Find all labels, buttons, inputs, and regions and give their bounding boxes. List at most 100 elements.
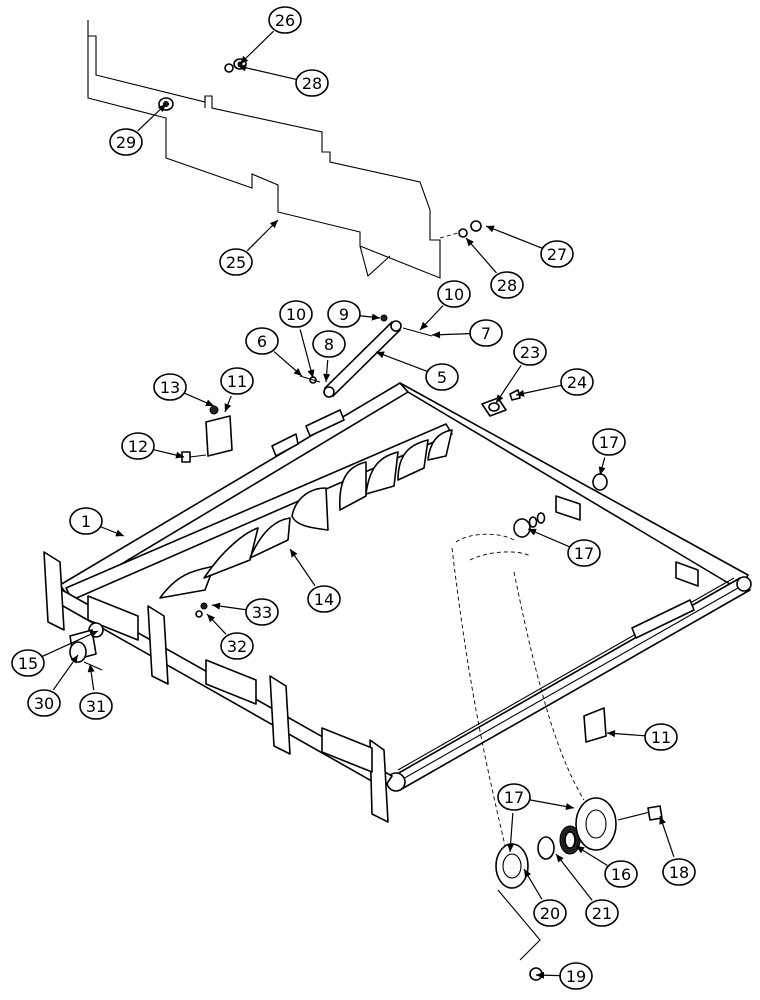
callout-arrowhead	[307, 369, 315, 378]
callout-balloon-1: 1	[69, 507, 103, 535]
callout-balloon-21: 21	[585, 899, 619, 927]
callout-number: 17	[574, 544, 594, 563]
callout-arrowhead	[323, 373, 331, 382]
flange-23	[481, 397, 507, 417]
callout-balloon-10: 10	[279, 300, 313, 328]
callout-number: 24	[567, 373, 587, 392]
callout-arrowhead	[293, 368, 302, 376]
callout-arrowhead	[240, 55, 249, 64]
callout-number: 29	[116, 133, 136, 152]
callout-arrowhead	[507, 843, 515, 852]
callout-balloon-17: 17	[592, 428, 626, 456]
shield-panel-25	[87, 20, 441, 279]
callout-balloon-10: 10	[437, 280, 471, 308]
callout-number: 7	[481, 324, 491, 343]
callout-leader	[42, 630, 99, 657]
callout-number: 17	[599, 433, 619, 452]
callout-arrowhead	[238, 64, 247, 72]
callout-arrowhead	[432, 331, 441, 339]
callout-number: 11	[227, 372, 247, 391]
callout-arrowhead	[598, 466, 606, 475]
callout-number: 13	[160, 378, 180, 397]
callout-number: 20	[540, 904, 560, 923]
callout-balloon-19: 19	[559, 962, 593, 990]
callout-number: 26	[275, 11, 295, 30]
callout-balloon-32: 32	[220, 632, 254, 660]
callout-balloon-31: 31	[79, 692, 113, 720]
callout-balloon-25: 25	[219, 248, 253, 276]
callout-arrowhead	[224, 403, 232, 412]
callout-leader	[299, 329, 314, 379]
callout-arrowhead	[607, 730, 616, 738]
callout-arrowhead	[290, 549, 298, 558]
callout-number: 19	[566, 967, 586, 986]
callout-arrowhead	[420, 321, 429, 330]
bolt-12	[181, 451, 207, 463]
callout-balloon-33: 33	[245, 598, 279, 626]
callout-balloon-7: 7	[469, 319, 503, 347]
front-shaft	[43, 551, 393, 823]
callout-number: 12	[128, 437, 148, 456]
callout-arrowhead	[556, 854, 564, 863]
callout-balloon-14: 14	[307, 585, 341, 613]
callout-number: 16	[611, 865, 631, 884]
callout-balloon-9: 9	[327, 300, 361, 328]
callout-balloon-17: 17	[567, 539, 601, 567]
callout-balloon-11: 11	[220, 367, 254, 395]
callout-balloon-16: 16	[604, 860, 638, 888]
callout-arrowhead	[371, 313, 380, 321]
callout-balloon-11: 11	[644, 723, 678, 751]
callout-leader	[555, 853, 593, 901]
callout-arrowhead	[70, 655, 78, 664]
callout-number: 32	[227, 637, 247, 656]
callout-number: 5	[437, 368, 447, 387]
callout-balloon-27: 27	[540, 240, 574, 268]
callout-number: 15	[18, 654, 38, 673]
callout-arrowhead	[157, 104, 166, 113]
callout-number: 8	[324, 335, 334, 354]
callout-arrowhead	[576, 846, 585, 854]
callout-number: 25	[226, 253, 246, 272]
callout-leader	[375, 351, 428, 372]
callout-number: 31	[86, 697, 106, 716]
callout-arrowhead	[175, 451, 184, 459]
cover-plate-11	[205, 415, 607, 743]
callout-arrowhead	[115, 529, 124, 537]
callout-leader	[485, 225, 543, 249]
callout-number: 11	[651, 728, 671, 747]
callout-arrowhead	[207, 614, 216, 623]
auger-14	[65, 423, 531, 601]
callout-balloon-30: 30	[27, 689, 61, 717]
bearing-assembly	[451, 547, 663, 981]
callout-arrowhead	[89, 631, 98, 638]
rail-brackets	[271, 409, 699, 639]
callout-balloon-29: 29	[109, 128, 143, 156]
callout-balloon-13: 13	[153, 373, 187, 401]
callout-number: 33	[252, 603, 272, 622]
nut-13	[209, 405, 219, 415]
callout-number: 27	[547, 245, 567, 264]
callout-arrowhead	[376, 351, 385, 359]
callout-arrowhead	[516, 389, 525, 397]
callout-balloon-18: 18	[662, 858, 696, 886]
callout-balloon-12: 12	[121, 432, 155, 460]
callout-arrowhead	[205, 399, 214, 407]
drive-hub-15	[69, 602, 208, 671]
callout-number: 30	[34, 694, 54, 713]
callout-balloon-28: 28	[490, 271, 524, 299]
callout-balloon-6: 6	[245, 327, 279, 355]
callout-number: 21	[592, 904, 612, 923]
callout-number: 1	[81, 512, 91, 531]
bolt-24	[509, 389, 521, 401]
callout-arrowhead	[524, 869, 532, 878]
callout-balloon-20: 20	[533, 899, 567, 927]
callout-number: 23	[520, 343, 540, 362]
callout-arrowhead	[87, 664, 95, 673]
callout-number: 18	[669, 863, 689, 882]
callout-balloon-23: 23	[513, 338, 547, 366]
callout-number: 10	[286, 305, 306, 324]
callout-balloon-24: 24	[560, 368, 594, 396]
callout-number: 9	[339, 305, 349, 324]
callout-number: 17	[504, 788, 524, 807]
callout-arrowhead	[212, 602, 221, 610]
